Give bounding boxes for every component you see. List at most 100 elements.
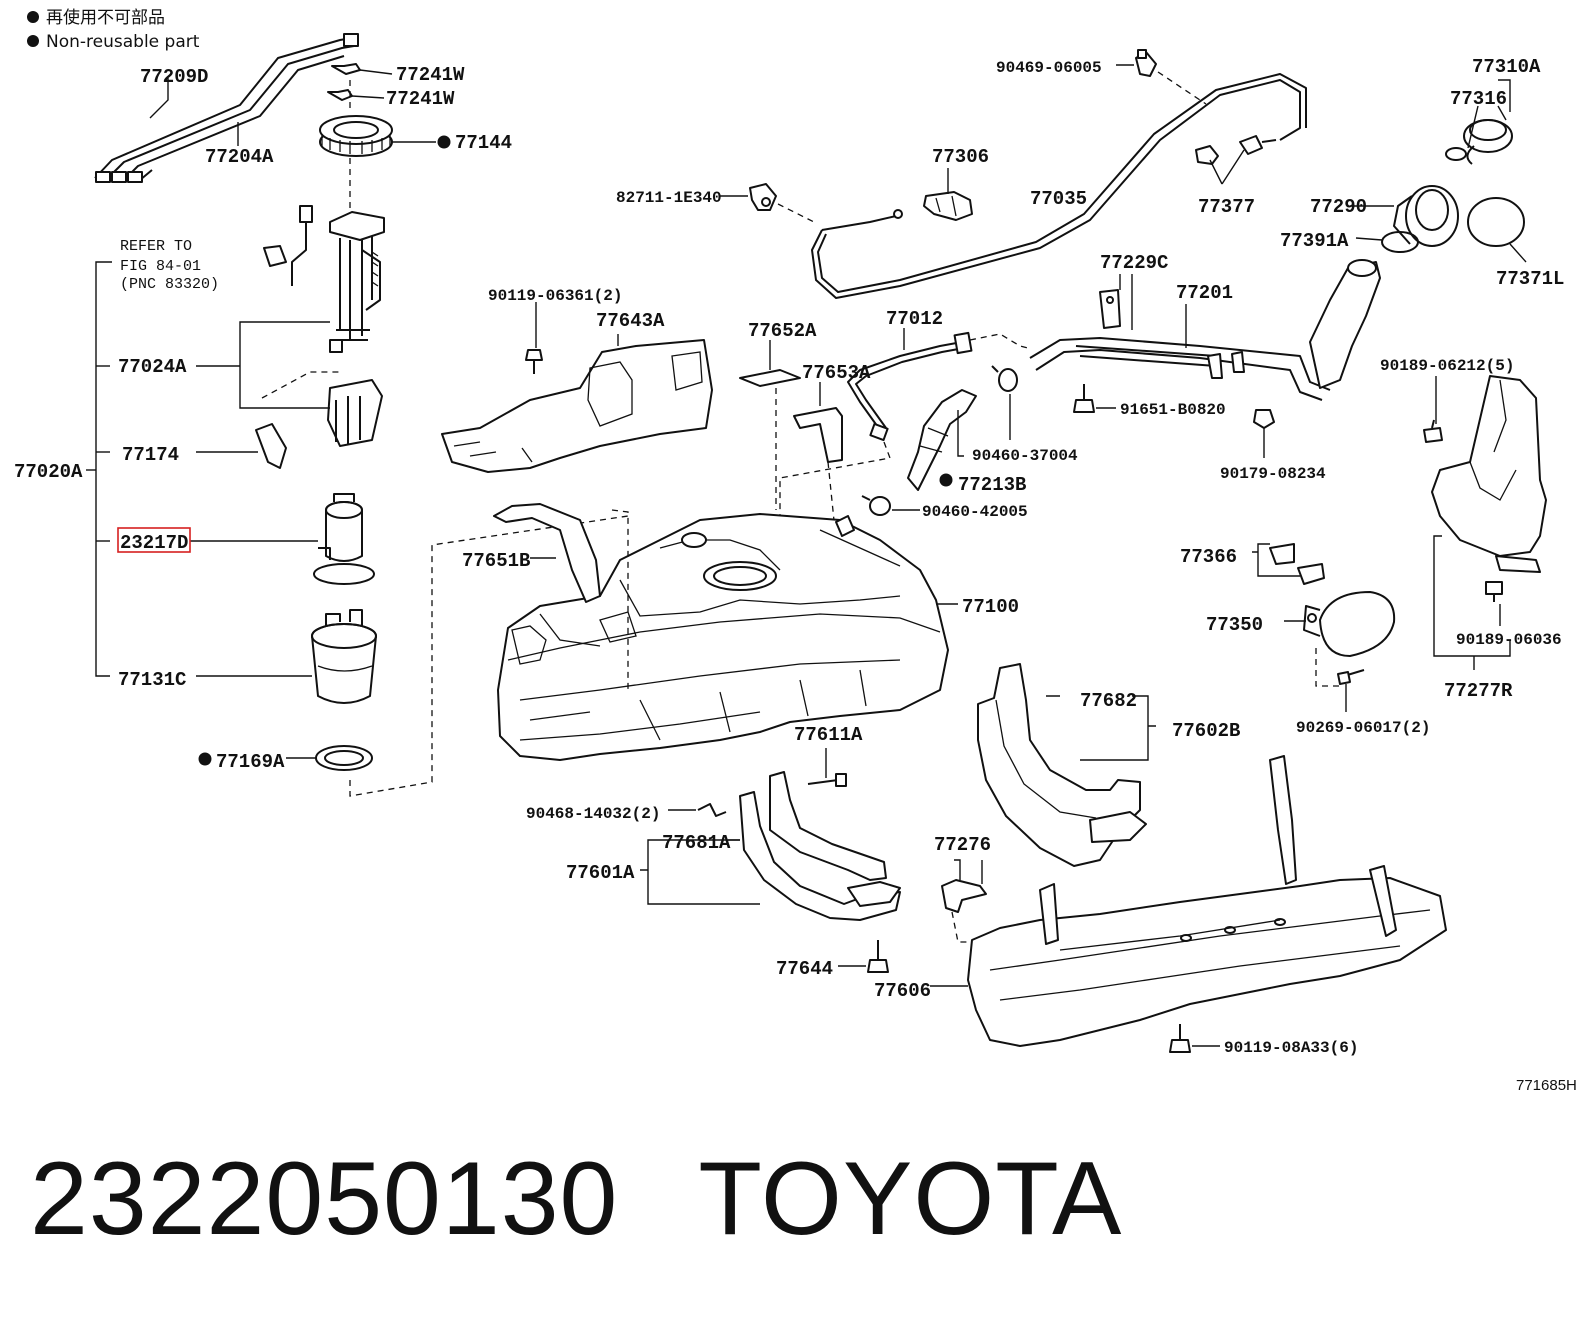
label-77306: 77306: [932, 146, 989, 168]
hose-clamp-90460-37004: [991, 365, 1018, 392]
label-77204A: 77204A: [205, 146, 274, 168]
filler-bracket-77229C: [1099, 289, 1121, 329]
filler-protector-77277R: [1431, 375, 1547, 573]
fuel-pump-gasket: [315, 745, 373, 771]
vent-connector-77377: [1195, 135, 1277, 165]
clip-90468-14032: [697, 803, 727, 817]
clip-77366: [1269, 543, 1325, 585]
fuel-line-clips: [327, 63, 361, 101]
fuel-pump-bracket: [327, 379, 383, 447]
tank-band-77601A: [739, 771, 901, 921]
bolt-90119-08A33: [1169, 1024, 1191, 1053]
caption-part-number: 2322050130: [30, 1141, 619, 1257]
caption-brand: TOYOTA: [698, 1141, 1123, 1257]
label-77602B: 77602B: [1172, 720, 1240, 742]
label-77366: 77366: [1180, 546, 1237, 568]
label-77229C: 77229C: [1100, 252, 1168, 274]
label-77020A: 77020A: [14, 461, 83, 483]
label-77035: 77035: [1030, 188, 1087, 210]
fuel-filler-pipe: [1029, 259, 1381, 401]
label-77681A: 77681A: [662, 832, 731, 854]
bracket-77276: [941, 879, 987, 913]
screw-90269-06017: [1337, 669, 1365, 685]
tank-pad-77653A: [793, 407, 843, 463]
fuel-pump-motor: [313, 493, 375, 585]
label-90468-14032: 90468-14032(2): [526, 805, 660, 823]
bolt-91651-B0820: [1073, 384, 1095, 413]
label-90189-06212: 90189-06212(5): [1380, 357, 1514, 375]
label-77391A: 77391A: [1280, 230, 1349, 252]
fuel-pump-lock-ring: [319, 115, 393, 157]
fuel-pump-module: [329, 211, 385, 353]
label-77644: 77644: [776, 958, 833, 980]
label-77371L: 77371L: [1496, 268, 1564, 290]
label-77209D: 77209D: [140, 66, 208, 88]
label-77277R: 77277R: [1444, 680, 1513, 702]
vent-hose-clamp: [749, 183, 777, 211]
label-77241W-lower: 77241W: [386, 88, 455, 110]
non-reusable-bullet-icon: [437, 135, 451, 149]
part-labels: 77209D 77204A 77241W 77241W 77144 REFER …: [14, 56, 1577, 1094]
non-reusable-bullet-icon: [198, 752, 212, 766]
label-77290: 77290: [1310, 196, 1367, 218]
fuel-hose-77213B: [907, 389, 977, 491]
highlight-box: [117, 527, 191, 553]
fuel-line-assembly: [94, 33, 359, 183]
nut-90179-08234: [1253, 409, 1275, 429]
non-reusable-bullet-icon: [939, 473, 953, 487]
label-90189-06036: 90189-06036: [1456, 631, 1562, 649]
fuel-hose-77012: [847, 331, 973, 442]
label-90119-08A33: 90119-08A33(6): [1224, 1039, 1358, 1057]
label-77100: 77100: [962, 596, 1019, 618]
note-refer-line3: (PNC 83320): [120, 276, 219, 293]
fuel-pump-filter: [311, 609, 377, 704]
label-77601A: 77601A: [566, 862, 635, 884]
non-reusable-bullet-icon: [27, 11, 39, 23]
bolt-90189-06036: [1485, 581, 1503, 602]
label-77201: 77201: [1176, 282, 1233, 304]
label-23217D: 23217D: [120, 532, 188, 554]
label-90179-08234: 90179-08234: [1220, 465, 1326, 483]
bolt-90119-06361: [525, 349, 543, 374]
label-82711-1E340: 82711-1E340: [616, 189, 722, 207]
label-90469-06005: 90469-06005: [996, 59, 1102, 77]
fuel-sender-gauge: [263, 205, 313, 286]
label-77144: 77144: [455, 132, 512, 154]
label-90269-06017: 90269-06017(2): [1296, 719, 1430, 737]
label-77213B: 77213B: [958, 474, 1026, 496]
label-77174: 77174: [122, 444, 179, 466]
label-77316: 77316: [1450, 88, 1507, 110]
legend-japanese: 再使用不可部品: [46, 7, 165, 28]
label-77012: 77012: [886, 308, 943, 330]
label-77024A: 77024A: [118, 356, 187, 378]
tank-band-pad-77651B: [493, 503, 601, 603]
label-77131C: 77131C: [118, 669, 186, 691]
assembly-bracket-77020A: [86, 261, 330, 677]
label-91651-B0820: 91651-B0820: [1120, 401, 1226, 419]
label-77241W: 77241W: [396, 64, 465, 86]
label-77606: 77606: [874, 980, 931, 1002]
label-77653A: 77653A: [802, 362, 871, 384]
label-77652A: 77652A: [748, 320, 817, 342]
vent-hose-assembly: [811, 73, 1307, 299]
legend-english: Non-reusable part: [46, 32, 200, 52]
filler-pipe-housing: [1393, 185, 1459, 247]
bolt-77611A: [807, 773, 847, 787]
label-77169A: 77169A: [216, 751, 285, 773]
note-refer-line2: FIG 84-01: [120, 258, 201, 275]
vent-valve-connector: [1135, 49, 1157, 77]
note-refer-line1: REFER TO: [120, 238, 192, 255]
label-77682: 77682: [1080, 690, 1137, 712]
label-77643A: 77643A: [596, 310, 665, 332]
filler-o-ring: [1381, 231, 1419, 253]
hose-clamp-90460-42005: [861, 495, 891, 516]
fuel-filler-door: [1303, 591, 1396, 657]
vent-bracket-77306: [923, 191, 973, 221]
tank-protector-77606: [967, 755, 1447, 1047]
tank-protector-77643A: [441, 339, 713, 473]
label-90460-37004: 90460-37004: [972, 447, 1078, 465]
label-77651B: 77651B: [462, 550, 530, 572]
pump-clip: [255, 423, 287, 469]
tank-pad-77652A: [739, 369, 801, 387]
